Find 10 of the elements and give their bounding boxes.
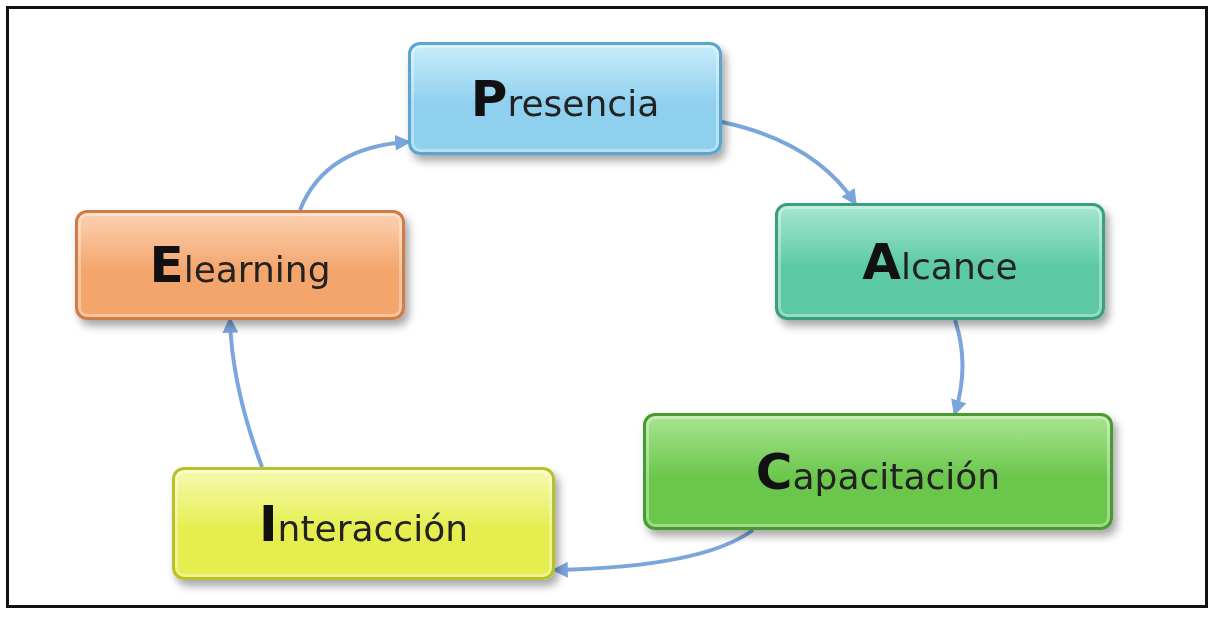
process-box <box>643 413 1113 530</box>
process-box <box>775 203 1105 320</box>
process-box <box>75 210 405 320</box>
box-label: Elearning <box>149 236 331 294</box>
box-label: Interacción <box>259 494 468 553</box>
box-label: Alcance <box>862 232 1018 291</box>
box-label: Presencia <box>470 69 660 128</box>
process-box <box>172 467 555 580</box>
box-label: Capacitación <box>755 442 1001 501</box>
process-box <box>408 42 722 155</box>
